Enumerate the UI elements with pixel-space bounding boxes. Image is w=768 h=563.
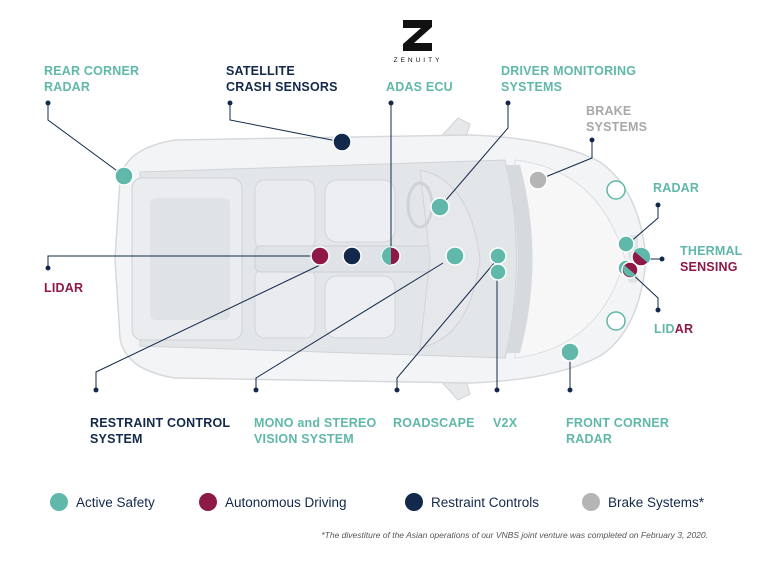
marker-restraint-center — [342, 246, 362, 266]
zenuity-logo-icon — [403, 20, 432, 51]
legend-label: Active Safety — [76, 494, 155, 510]
marker-mono-stereo — [445, 246, 465, 266]
sensor-markers — [114, 132, 651, 362]
marker-brake-systems — [528, 170, 548, 190]
legend-dot — [50, 493, 68, 511]
label-v2x: V2X — [493, 416, 518, 430]
legend-brake-systems: Brake Systems* — [582, 491, 704, 513]
legend-autonomous-driving: Autonomous Driving — [199, 491, 347, 513]
marker-lidar-front-split — [621, 261, 639, 279]
marker-radar-top — [606, 180, 626, 200]
legend-label: Restraint Controls — [431, 494, 540, 510]
label-adas-ecu: ADAS ECU — [386, 80, 453, 94]
label-lidar-left: LIDAR — [44, 281, 84, 295]
marker-adas-ecu — [381, 246, 401, 266]
legend-restraint-controls: Restraint Controls — [405, 491, 539, 513]
legend-label: Brake Systems* — [608, 494, 705, 510]
legend-active-safety: Active Safety — [50, 491, 155, 513]
marker-thermal-sensing — [631, 247, 651, 267]
marker-roadscape — [489, 247, 507, 265]
marker-front-corner-radar — [560, 342, 580, 362]
label-radar: RADAR — [653, 181, 700, 195]
marker-rear-corner-radar — [114, 166, 134, 186]
legend-label: Autonomous Driving — [225, 494, 347, 510]
label-roadscape: ROADSCAPE — [393, 416, 475, 430]
brand-name: ZENUITY — [393, 57, 443, 64]
footnote: *The divestiture of the Asian operations… — [321, 530, 708, 540]
marker-radar-bottom — [606, 311, 626, 331]
legend-dot — [405, 493, 423, 511]
label-lidar-right: LIDAR — [654, 322, 694, 336]
marker-v2x — [489, 263, 507, 281]
marker-driver-monitoring — [430, 197, 450, 217]
marker-lidar-center — [310, 246, 330, 266]
legend-dot — [199, 493, 217, 511]
marker-radar-front — [617, 235, 635, 253]
marker-satellite-crash-sensors — [332, 132, 352, 152]
legend-dot — [582, 493, 600, 511]
